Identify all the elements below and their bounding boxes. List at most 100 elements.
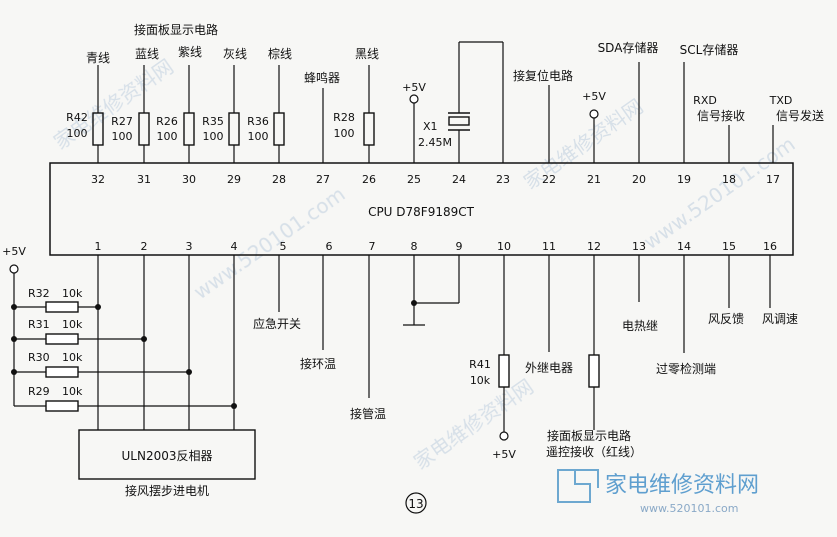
svg-text:10k: 10k — [62, 287, 83, 300]
svg-text:27: 27 — [316, 173, 330, 186]
remote-sub-label: 遥控接收（红线） — [546, 444, 642, 459]
chip-label: CPU D78F9189CT — [368, 205, 475, 219]
vcc-terminal — [589, 109, 599, 119]
svg-text:7: 7 — [369, 240, 376, 253]
bottom-resistors — [498, 354, 600, 388]
logo-url: www.520101.com — [640, 502, 738, 515]
wire-label: 黑线 — [355, 47, 379, 61]
svg-text:3: 3 — [186, 240, 193, 253]
svg-text:10k: 10k — [62, 385, 83, 398]
vcc-label: +5V — [402, 81, 426, 94]
zero-cross-label: 过零检测端 — [656, 361, 716, 376]
svg-text:4: 4 — [231, 240, 238, 253]
wire-label: 紫线 — [178, 45, 202, 59]
svg-text:R29: R29 — [28, 385, 50, 398]
svg-text:17: 17 — [766, 173, 780, 186]
svg-text:10k: 10k — [62, 318, 83, 331]
svg-text:31: 31 — [137, 173, 151, 186]
svg-text:R26: R26 — [156, 115, 178, 128]
left-resistors — [45, 301, 79, 412]
buzzer-label: 蜂鸣器 — [304, 70, 340, 85]
top-wiring — [97, 41, 774, 163]
panel-header: 接面板显示电路 — [134, 22, 218, 37]
svg-text:100: 100 — [67, 127, 88, 140]
crystal-x1 — [448, 112, 470, 131]
left-wiring — [13, 255, 235, 430]
svg-text:23: 23 — [496, 173, 510, 186]
svg-text:19: 19 — [677, 173, 691, 186]
svg-text:15: 15 — [722, 240, 736, 253]
logo-title: 家电维修资料网 — [605, 473, 759, 498]
svg-text:家电维修资料网: 家电维修资料网 — [409, 374, 537, 474]
svg-text:6: 6 — [326, 240, 333, 253]
svg-text:10k: 10k — [62, 351, 83, 364]
svg-text:24: 24 — [452, 173, 466, 186]
motor-label: 接风摆步进电机 — [125, 483, 209, 498]
figure-number-circle — [405, 492, 427, 514]
ambient-temp-label: 接环温 — [300, 356, 336, 371]
txd-label: TXD — [769, 94, 793, 107]
fan-speed-label: 风调速 — [762, 312, 798, 326]
vcc-terminal — [499, 431, 509, 441]
svg-text:25: 25 — [407, 173, 421, 186]
top-pin-numbers: 32 31 30 29 28 27 26 25 24 23 22 21 20 1… — [91, 173, 780, 186]
svg-text:X1: X1 — [423, 120, 438, 133]
remote-label: 接面板显示电路 — [547, 428, 631, 443]
svg-text:11: 11 — [542, 240, 556, 253]
uln2003-label: ULN2003反相器 — [122, 449, 213, 463]
logo-icon — [557, 469, 591, 503]
svg-text:R28: R28 — [333, 111, 355, 124]
svg-text:100: 100 — [248, 130, 269, 143]
vcc-label: +5V — [582, 90, 606, 103]
svg-text:R32: R32 — [28, 287, 50, 300]
svg-text:16: 16 — [763, 240, 777, 253]
svg-text:21: 21 — [587, 173, 601, 186]
figure-number: 13 — [408, 497, 423, 511]
svg-text:12: 12 — [587, 240, 601, 253]
svg-text:100: 100 — [112, 130, 133, 143]
pipe-temp-label: 接管温 — [350, 406, 386, 421]
left-resistor-labels: R32 10k R31 10k R30 10k R29 10k — [28, 287, 83, 398]
relay-label: 外继电器 — [525, 361, 573, 375]
bottom-wiring — [278, 255, 771, 432]
svg-text:100: 100 — [203, 130, 224, 143]
wire-label: 蓝线 — [135, 47, 159, 61]
svg-text:R27: R27 — [111, 115, 133, 128]
vcc-label: +5V — [2, 245, 26, 258]
svg-text:9: 9 — [456, 240, 463, 253]
svg-text:5: 5 — [280, 240, 287, 253]
svg-text:18: 18 — [722, 173, 736, 186]
site-logo: 家电维修资料网 www.520101.com — [557, 469, 759, 515]
svg-text:家电维修资料网: 家电维修资料网 — [519, 94, 647, 194]
svg-text:www.520101.com: www.520101.com — [639, 132, 799, 254]
svg-text:13: 13 — [632, 240, 646, 253]
top-resistor-labels: R42 100 R27 100 R26 100 R35 100 R36 100 … — [66, 111, 452, 149]
wire-label: 棕线 — [268, 46, 292, 61]
r41-value: 10k — [470, 374, 491, 387]
svg-text:100: 100 — [334, 127, 355, 140]
vcc-terminal — [409, 94, 419, 104]
svg-text:22: 22 — [542, 173, 556, 186]
cpu-chip — [49, 162, 794, 256]
svg-text:2: 2 — [141, 240, 148, 253]
bottom-pin-numbers: 1 2 3 4 5 6 7 8 9 10 11 12 13 14 15 16 — [95, 240, 778, 253]
emergency-switch-label: 应急开关 — [253, 316, 301, 331]
svg-text:32: 32 — [91, 173, 105, 186]
svg-text:100: 100 — [157, 130, 178, 143]
heater-relay-label: 电热继 — [622, 319, 658, 333]
rxd-label: RXD — [693, 94, 717, 107]
svg-text:R36: R36 — [247, 115, 269, 128]
svg-text:14: 14 — [677, 240, 691, 253]
wire-label: 灰线 — [223, 47, 247, 61]
svg-text:2.45M: 2.45M — [418, 136, 452, 149]
vcc-terminal — [9, 264, 19, 274]
svg-text:1: 1 — [95, 240, 102, 253]
svg-text:8: 8 — [411, 240, 418, 253]
top-resistors — [92, 112, 375, 146]
vcc-label: +5V — [492, 448, 516, 461]
svg-text:30: 30 — [182, 173, 196, 186]
svg-text:20: 20 — [632, 173, 646, 186]
r41-name: R41 — [469, 358, 491, 371]
scl-label: SCL存储器 — [680, 42, 739, 57]
